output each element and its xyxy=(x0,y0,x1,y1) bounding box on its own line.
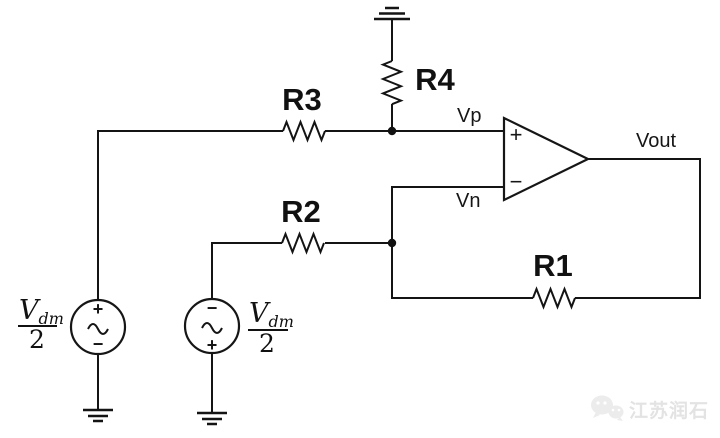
source1-plus-sign: + xyxy=(93,299,104,319)
opamp-minus-sign: − xyxy=(510,169,523,194)
resistor-r3-label: R3 xyxy=(282,82,322,117)
node-dot-vp xyxy=(387,126,397,136)
watermark: 江苏润石 xyxy=(591,395,709,422)
resistor-r2: R2 xyxy=(281,194,325,255)
source2-value-v: V xyxy=(249,298,271,329)
ground-symbol-left xyxy=(83,408,113,423)
source1-value-den: 2 xyxy=(29,325,45,354)
source1-value-sub: dm xyxy=(39,309,64,328)
resistor-r1-label: R1 xyxy=(533,248,573,283)
source2-value-den: 2 xyxy=(259,329,275,358)
wires xyxy=(97,19,701,413)
wire-output-feedback-right xyxy=(575,158,701,299)
ground-symbol-top xyxy=(374,6,410,21)
source1-sine-icon xyxy=(87,323,109,335)
resistor-r1: R1 xyxy=(532,248,576,310)
source2-minus-sign: − xyxy=(207,298,218,318)
source1-value-v: V xyxy=(19,295,41,326)
resistor-r4: R4 xyxy=(380,60,456,106)
net-label-vp: Vp xyxy=(457,105,481,127)
source2-sine-icon xyxy=(201,322,223,334)
node-dot-vn xyxy=(387,238,397,248)
source1-value-label: Vdm 2 xyxy=(18,295,64,354)
resistor-r2-label: R2 xyxy=(281,194,321,229)
wire-source2-branch xyxy=(211,242,282,299)
source2-plus-sign: + xyxy=(207,335,218,355)
wechat-icon xyxy=(591,395,624,421)
source2-value-label: Vdm 2 xyxy=(248,298,294,358)
net-label-vout: Vout xyxy=(636,130,676,152)
source1-minus-sign: − xyxy=(93,334,104,354)
svg-text:Vdm: Vdm xyxy=(19,295,64,328)
wire-left-branch xyxy=(97,130,283,300)
svg-text:Vdm: Vdm xyxy=(249,298,294,331)
resistor-r3: R3 xyxy=(282,82,326,143)
opamp-triangle xyxy=(502,116,591,202)
opamp: + − xyxy=(502,116,591,202)
source2-value-sub: dm xyxy=(269,312,294,331)
net-label-vn: Vn xyxy=(456,190,480,212)
watermark-text: 江苏润石 xyxy=(629,399,709,422)
resistor-r4-label: R4 xyxy=(415,62,455,97)
voltage-source-1: + − Vdm 2 xyxy=(18,295,127,356)
opamp-plus-sign: + xyxy=(510,122,523,147)
ground-symbol-right xyxy=(197,411,227,426)
voltage-source-2: − + Vdm 2 xyxy=(183,297,294,358)
